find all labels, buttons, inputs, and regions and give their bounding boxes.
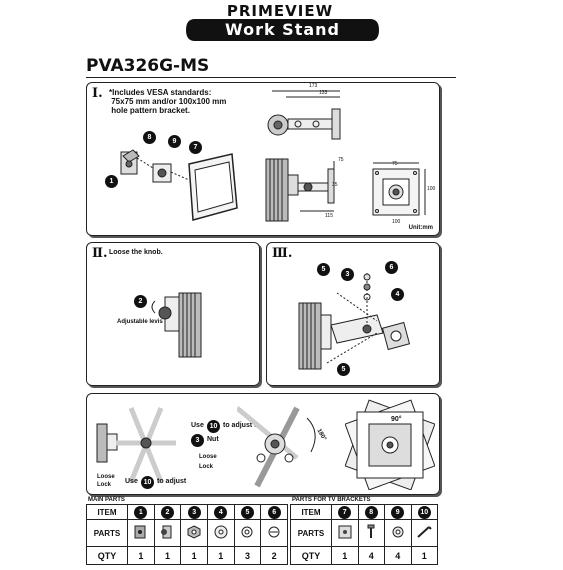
callout-7: 7	[189, 141, 202, 154]
callout-1: 1	[105, 175, 118, 188]
dim-75-side: 75	[338, 157, 344, 163]
main-item-4: 4	[214, 505, 228, 519]
main-qty-6: 2	[260, 546, 288, 565]
section-1-numeral: Ⅰ.	[92, 86, 103, 101]
callout-10-top: 10	[207, 420, 220, 433]
banner: Work Stand	[185, 18, 380, 42]
dim-133: 133	[319, 90, 328, 96]
main-item-5: 5	[240, 505, 254, 519]
tv-item-10: 10	[417, 505, 431, 519]
part-6-image	[260, 519, 288, 547]
section-3-panel: Ⅲ. 5 3 6 4 5	[266, 242, 440, 386]
tv-item-header: ITEM	[290, 504, 332, 520]
main-qty-1: 1	[127, 546, 155, 565]
use-label-2: Use	[125, 478, 138, 485]
main-parts-header: PARTS	[86, 519, 128, 547]
dim-100-a: 100	[427, 186, 436, 192]
dim-173: 173	[309, 83, 318, 89]
main-qty-4: 1	[206, 546, 235, 565]
callout-9: 9	[168, 135, 181, 148]
main-parts-title: MAIN PARTS	[88, 497, 125, 503]
rotation-drawing-right	[345, 399, 435, 490]
dim-115: 115	[325, 213, 333, 219]
part-7-image	[331, 519, 359, 547]
tv-parts-table: ITEM 7 8 9 10 PARTS QTY 1 4 4 1	[290, 504, 438, 565]
main-qty-3: 1	[180, 546, 208, 565]
part-5-image	[233, 519, 262, 547]
to-adjust-and-label: to adjust &	[223, 422, 260, 429]
main-qty-5: 3	[233, 546, 262, 565]
dim-35: 35	[332, 182, 338, 188]
part-9-image	[384, 519, 412, 547]
dim-100-b: 100	[392, 219, 401, 225]
brand-logo: PRIMEVIEW	[226, 2, 334, 20]
tv-qty-8: 4	[357, 546, 385, 565]
nut-label: Nut	[207, 436, 219, 443]
section-2-panel: Ⅱ. Loose the knob. 2 Adjustable levis	[86, 242, 260, 386]
vesa-note: *Includes VESA standards: 75x75 mm and/o…	[109, 88, 227, 115]
tv-qty-9: 4	[384, 546, 412, 565]
tv-qty-header: QTY	[290, 546, 332, 565]
callout-5-top: 5	[317, 263, 330, 276]
unit-label: Unit:mm	[408, 225, 433, 231]
dim-75-front: 75	[392, 161, 398, 167]
callout-2: 2	[134, 295, 147, 308]
part-1-image	[127, 519, 155, 547]
callout-3-nut: 3	[191, 434, 204, 447]
callout-10-bottom: 10	[141, 476, 154, 489]
loose-label-mid: Loose	[199, 454, 217, 460]
tv-qty-10: 1	[410, 546, 438, 565]
part-10-image	[410, 519, 438, 547]
tv-item-7: 7	[338, 505, 352, 519]
callout-6: 6	[385, 261, 398, 274]
lock-label-mid: Lock	[199, 464, 214, 470]
main-item-header: ITEM	[86, 504, 128, 520]
section-4-panel: Loose Lock Use 10 to adjust Use 10 to ad…	[86, 393, 440, 495]
use-label-1: Use	[191, 422, 204, 429]
callout-8: 8	[143, 131, 156, 144]
callout-3: 3	[341, 268, 354, 281]
part-4-image	[206, 519, 235, 547]
part-3-image	[180, 519, 208, 547]
tv-qty-7: 1	[331, 546, 359, 565]
angle-90-label: 90°	[391, 416, 402, 423]
section-3-numeral: Ⅲ.	[272, 246, 293, 261]
section-2-title: Loose the knob.	[109, 249, 163, 256]
tv-item-9: 9	[391, 505, 405, 519]
banner-title: Work Stand	[225, 20, 340, 39]
main-item-1: 1	[134, 505, 148, 519]
lock-label-left: Lock	[97, 482, 112, 488]
loose-label-left: Loose	[97, 474, 115, 480]
section-1-panel: Ⅰ. *Includes VESA standards: 75x75 mm an…	[86, 82, 440, 236]
main-qty-2: 1	[153, 546, 182, 565]
tv-item-8: 8	[364, 505, 378, 519]
callout-5-bottom: 5	[337, 363, 350, 376]
exploded-bracket-drawing	[120, 149, 238, 221]
rotation-drawing-mid	[237, 406, 316, 488]
knob-drawing	[151, 292, 202, 358]
top-view-drawing	[267, 90, 341, 140]
tv-parts-header: PARTS	[290, 519, 332, 547]
banner-shape	[186, 19, 379, 41]
adjustable-levis-label: Adjustable levis	[117, 319, 163, 325]
side-view-drawing	[265, 158, 335, 222]
part-8-image	[357, 519, 385, 547]
tv-parts-title: PARTS FOR TV BRACKETS	[292, 497, 371, 503]
assembly-drawing	[298, 273, 411, 370]
front-view-drawing	[372, 162, 426, 216]
main-item-3: 3	[187, 505, 201, 519]
main-qty-header: QTY	[86, 546, 128, 565]
main-item-2: 2	[160, 505, 174, 519]
section-2-numeral: Ⅱ.	[92, 246, 108, 261]
rotation-drawing-left	[96, 407, 176, 483]
main-item-6: 6	[267, 505, 281, 519]
model-number: PVA326G-MS	[86, 56, 210, 76]
model-underline	[86, 77, 456, 78]
part-2-image	[153, 519, 182, 547]
callout-4: 4	[391, 288, 404, 301]
to-adjust-label: to adjust	[157, 478, 187, 485]
main-parts-table: ITEM 1 2 3 4 5 6 PARTS QTY 1 1 1 1 3 2	[86, 504, 288, 565]
